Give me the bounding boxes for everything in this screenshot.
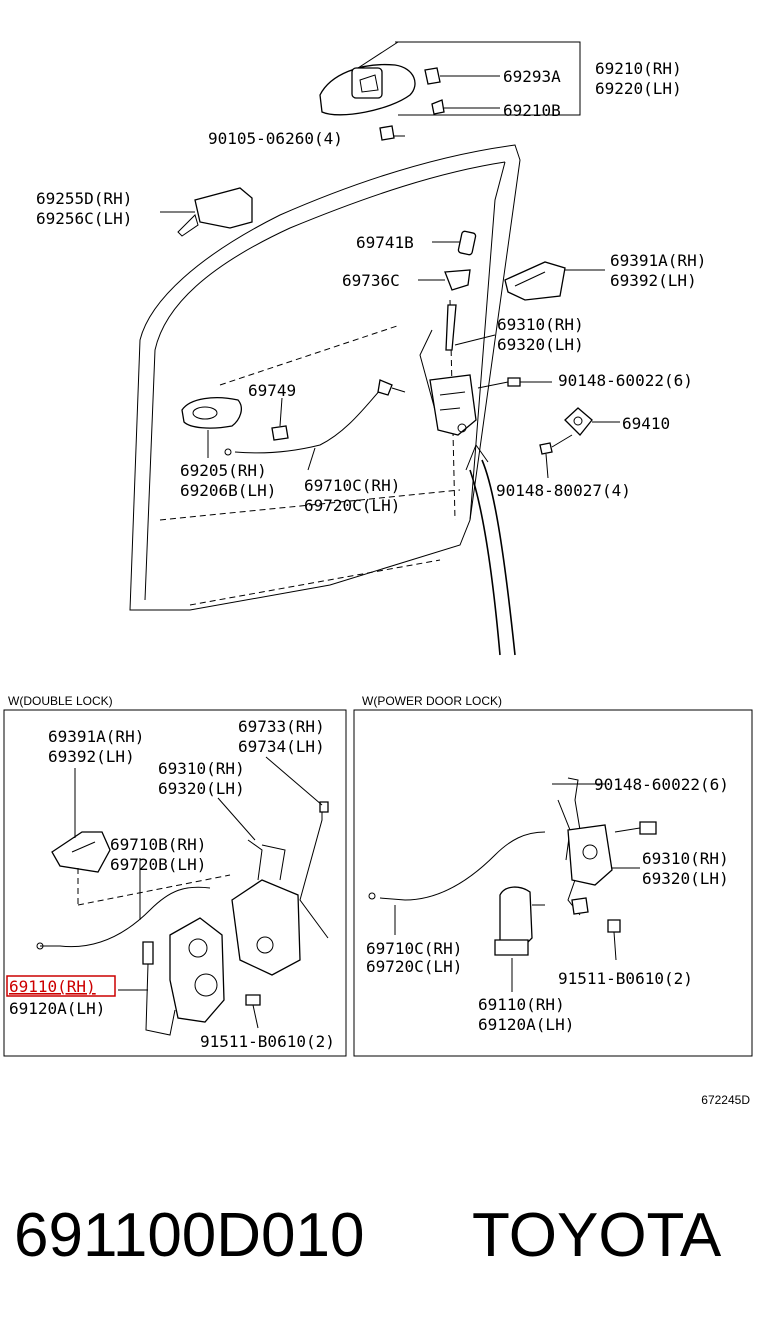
double-lock-illustration — [36, 756, 329, 1036]
label-90148-60022: 90148-60022(6) — [558, 371, 693, 390]
dl-label-69320: 69320(LH) — [158, 779, 245, 798]
label-69210b: 69210B — [503, 101, 561, 120]
dl-label-69392: 69392(LH) — [48, 747, 135, 766]
dl-label-69310: 69310(RH) — [158, 759, 245, 778]
section-title-double-lock: W(DOUBLE LOCK) — [8, 694, 113, 708]
label-69256c: 69256C(LH) — [36, 209, 132, 228]
door-lock-assembly — [419, 304, 552, 436]
outside-door-handle — [319, 41, 581, 116]
pl-label-69720c: 69720C(LH) — [366, 957, 462, 976]
top-callout-labels: 69210(RH) 69220(LH) 69293A 69210B 90105-… — [36, 59, 706, 515]
double-lock-labels: 69391A(RH) 69392(LH) 69733(RH) 69734(LH)… — [6, 717, 335, 1051]
label-69210: 69210(RH) — [595, 59, 682, 78]
pl-label-91511: 91511-B0610(2) — [558, 969, 693, 988]
power-lock-illustration — [368, 777, 657, 992]
power-door-lock-panel — [353, 709, 753, 1057]
label-69206b: 69206B(LH) — [180, 481, 276, 500]
label-90148-80027: 90148-80027(4) — [496, 481, 631, 500]
dl-label-69110-highlighted: 69110(RH) — [9, 977, 96, 996]
label-69255d: 69255D(RH) — [36, 189, 132, 208]
footer-part-number: 691100D010 — [14, 1201, 365, 1270]
label-69391a: 69391A(RH) — [610, 251, 706, 270]
highlight-box-69110 — [6, 975, 116, 997]
dl-label-69733: 69733(RH) — [238, 717, 325, 736]
inside-handle-and-cable — [181, 379, 406, 471]
door-frame-illustration — [129, 144, 521, 656]
dl-label-91511: 91511-B0610(2) — [200, 1032, 335, 1051]
dl-label-69120a: 69120A(LH) — [9, 999, 105, 1018]
dl-label-69710b: 69710B(RH) — [110, 835, 206, 854]
footer-brand: TOYOTA — [472, 1201, 722, 1270]
label-69736c: 69736C — [342, 271, 400, 290]
dl-label-69720b: 69720B(LH) — [110, 855, 206, 874]
door-lock-striker-69410 — [539, 407, 620, 479]
pl-label-69710c: 69710C(RH) — [366, 939, 462, 958]
pl-label-69120a: 69120A(LH) — [478, 1015, 574, 1034]
parts-69741b-69736c — [418, 230, 477, 291]
pl-label-69320: 69320(LH) — [642, 869, 729, 888]
dl-label-69734: 69734(LH) — [238, 737, 325, 756]
label-69410: 69410 — [622, 414, 670, 433]
diagram-code: 672245D — [701, 1093, 750, 1107]
label-69720c: 69720C(LH) — [304, 496, 400, 515]
label-69293a: 69293A — [503, 67, 561, 86]
pl-label-90148: 90148-60022(6) — [594, 775, 729, 794]
bracket-69255d — [160, 187, 253, 237]
handle-fasteners — [379, 67, 500, 141]
label-69741b: 69741B — [356, 233, 414, 252]
label-69392: 69392(LH) — [610, 271, 697, 290]
label-69220: 69220(LH) — [595, 79, 682, 98]
dl-label-69391a: 69391A(RH) — [48, 727, 144, 746]
power-lock-labels: 90148-60022(6) 69310(RH) 69320(LH) 69710… — [366, 775, 729, 1034]
pl-label-69310: 69310(RH) — [642, 849, 729, 868]
double-lock-panel — [3, 709, 347, 1057]
lock-protector-69391a — [504, 261, 605, 301]
label-90105: 90105-06260(4) — [208, 129, 343, 148]
pl-label-69110: 69110(RH) — [478, 995, 565, 1014]
label-69749: 69749 — [248, 381, 296, 400]
label-69320: 69320(LH) — [497, 335, 584, 354]
label-69205: 69205(RH) — [180, 461, 267, 480]
section-title-power-door-lock: W(POWER DOOR LOCK) — [362, 694, 502, 708]
label-69310: 69310(RH) — [497, 315, 584, 334]
label-69710c: 69710C(RH) — [304, 476, 400, 495]
